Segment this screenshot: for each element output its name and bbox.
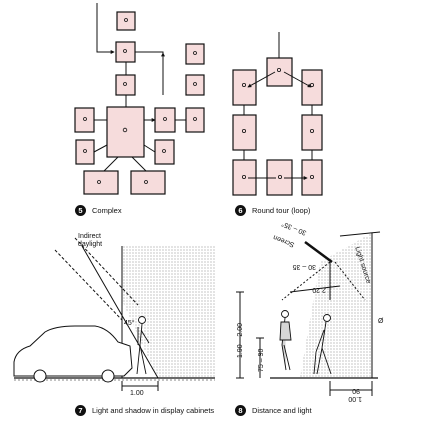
fig7-caption: 7 Light and shadow in display cabinets bbox=[75, 405, 214, 416]
fig5-caption: 5 Complex bbox=[75, 205, 122, 216]
fig5-complex-diagram bbox=[74, 3, 205, 195]
fig7-angle-label: 45° bbox=[124, 320, 135, 327]
fig5-entry-path bbox=[96, 3, 115, 54]
fig8-light-cone bbox=[300, 233, 372, 378]
fig5-room bbox=[75, 139, 95, 165]
fig5-room bbox=[185, 107, 205, 133]
fig6-caption-text: Round tour (loop) bbox=[252, 205, 311, 215]
fig7-shadow-line bbox=[81, 245, 159, 379]
fig5-connector bbox=[143, 144, 156, 153]
fig5-room bbox=[185, 43, 205, 65]
fig7-person bbox=[136, 316, 150, 375]
fig8-person-man bbox=[313, 314, 332, 375]
fig5-room bbox=[116, 11, 136, 31]
fig7-shaded-wall bbox=[122, 246, 215, 378]
fig5-number: 5 bbox=[75, 205, 86, 216]
fig5-room bbox=[130, 170, 166, 195]
fig6-loop-connector bbox=[283, 71, 312, 88]
fig8-height-dimension bbox=[236, 291, 244, 379]
fig8-depth-dimension bbox=[329, 381, 373, 396]
fig7-number: 7 bbox=[75, 405, 86, 416]
fig8-distance-line bbox=[289, 285, 341, 293]
fig5-room bbox=[154, 107, 176, 133]
fig5-connector bbox=[93, 144, 108, 153]
fig5-room bbox=[83, 170, 119, 195]
fig5-connector bbox=[103, 156, 119, 172]
fig5-exit-path bbox=[135, 51, 164, 95]
fig8-depth-total-label: 1.00 bbox=[348, 395, 362, 402]
fig7-daylight-ray bbox=[74, 237, 139, 306]
fig8-distance-light-diagram bbox=[236, 231, 381, 396]
fig6-number: 6 bbox=[235, 205, 246, 216]
fig6-room bbox=[301, 69, 323, 106]
fig7-width-label: 1.00 bbox=[130, 390, 144, 397]
fig8-number: 8 bbox=[235, 405, 246, 416]
fig8-person-woman bbox=[279, 310, 292, 371]
fig8-light-ray bbox=[334, 261, 366, 301]
fig8-caption-text: Distance and light bbox=[252, 405, 312, 415]
fig7-daylight-label: daylight bbox=[78, 241, 103, 248]
fig6-loop-connector bbox=[247, 71, 276, 88]
fig8-eye-label: 75 – 90 bbox=[258, 348, 265, 372]
fig7-car-wheel bbox=[101, 369, 115, 383]
fig5-room bbox=[185, 74, 205, 96]
fig8-distance-label: 2.20 bbox=[312, 286, 326, 293]
fig7-dimension-line bbox=[121, 381, 159, 391]
fig7-car bbox=[13, 325, 133, 377]
fig6-caption: 6 Round tour (loop) bbox=[235, 205, 310, 216]
fig5-caption-text: Complex bbox=[92, 205, 122, 215]
fig8-height-label: 1.90 – 2.00 bbox=[237, 322, 244, 358]
fig7-caption-text: Light and shadow in display cabinets bbox=[92, 405, 215, 415]
fig6-room bbox=[266, 57, 293, 87]
fig8-eye-dimension bbox=[256, 337, 264, 378]
fig8-mid-angle-label: 30 – 35 bbox=[292, 263, 316, 270]
fig6-room bbox=[232, 69, 257, 106]
fig8-ceiling-line bbox=[339, 231, 381, 237]
fig7-car-wheel bbox=[33, 369, 47, 383]
fig7-light-shadow-diagram bbox=[13, 237, 215, 391]
fig7-daylight-ray bbox=[54, 249, 123, 321]
fig8-screen bbox=[304, 240, 333, 264]
fig6-loop-diagram bbox=[232, 32, 323, 196]
fig8-depth-label: 90 bbox=[352, 387, 360, 394]
fig8-caption: 8 Distance and light bbox=[235, 405, 312, 416]
fig7-indirect-label: Indirect bbox=[78, 233, 101, 240]
fig8-right-mark-label: Ø bbox=[378, 318, 384, 325]
fig5-connector bbox=[131, 156, 147, 172]
